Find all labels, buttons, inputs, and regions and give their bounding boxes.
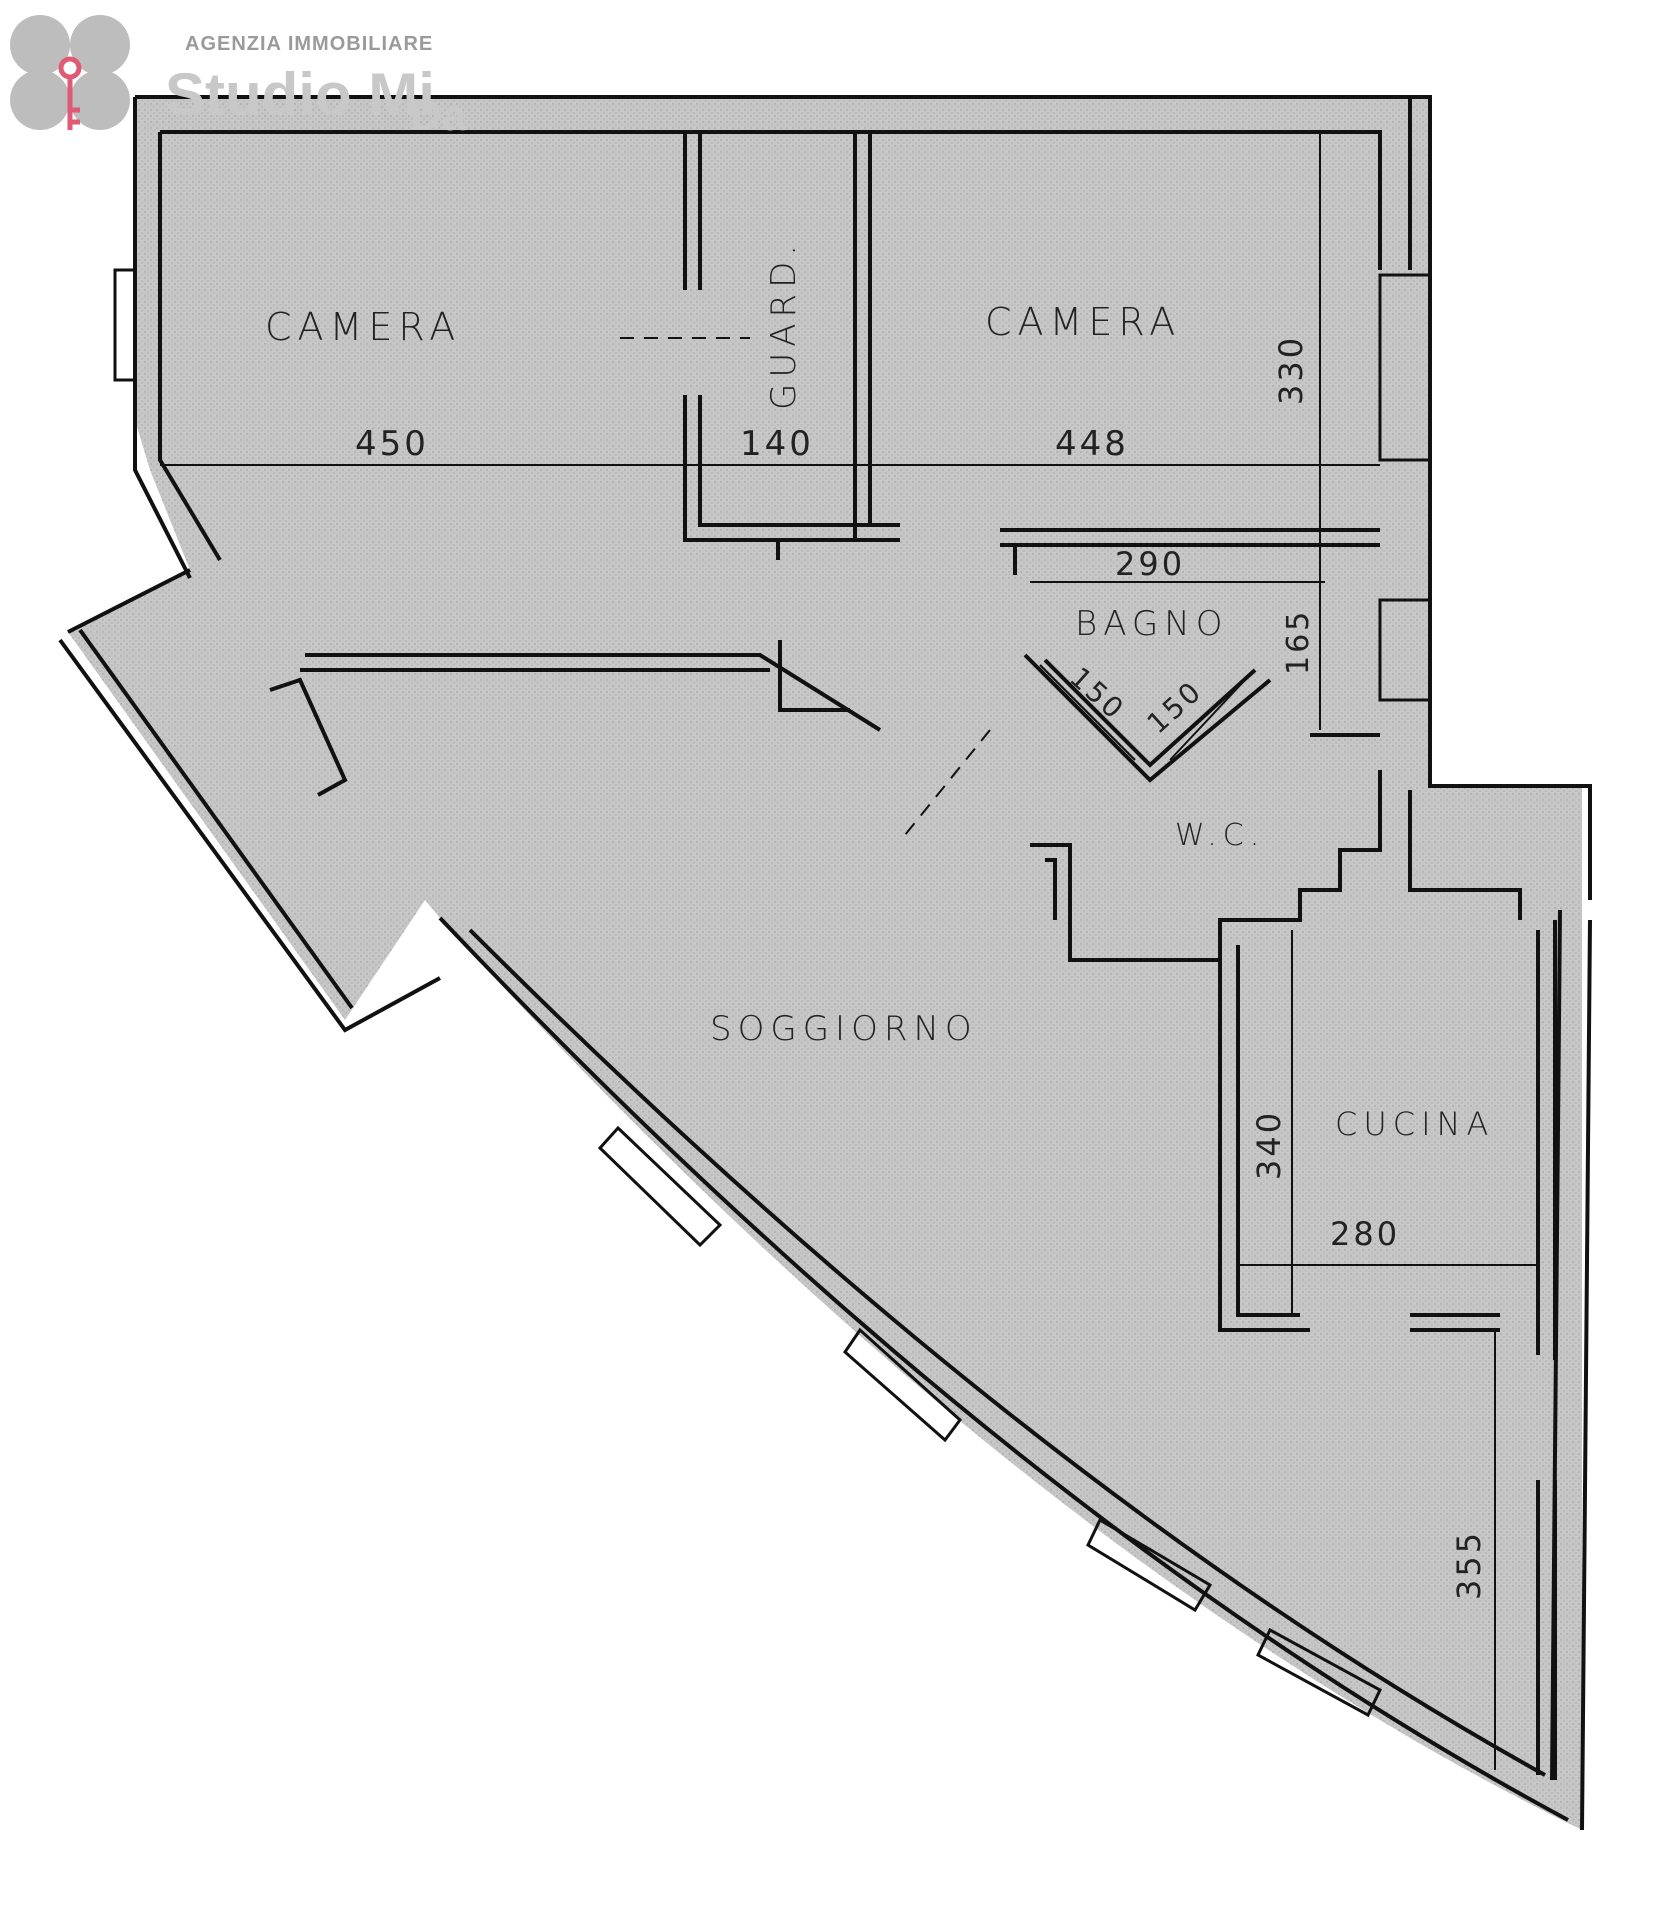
room-label-soggiorno: SOGGIORNO [710,1009,978,1049]
room-label-guardaroba: GUARD. [764,239,804,410]
room-label-camera-left: CAMERA [265,305,461,349]
room-label-cucina: CUCINA [1335,1105,1494,1143]
dimension-lines [160,132,1538,1770]
agency-name: Studio Mi [165,61,435,128]
dim-soggiorno-depth: 355 [1450,1530,1488,1600]
dim-cucina-depth: 340 [1250,1110,1288,1180]
dim-camera-left-width: 450 [355,424,429,464]
agency-logo: AGENZIA IMMOBILIARE Studio Mi Da [10,15,467,140]
dim-bagno-width: 290 [1115,545,1185,583]
dim-camera-right-width: 448 [1055,424,1129,464]
interior-walls [300,132,1557,1780]
agency-subtitle: AGENZIA IMMOBILIARE [185,33,433,55]
dim-bagno-depth: 165 [1281,609,1316,675]
dim-guard-width: 140 [740,424,814,464]
outer-walls [58,95,1592,1831]
room-label-bagno: BAGNO [1075,604,1228,644]
clover-icon [10,15,130,130]
room-label-camera-right: CAMERA [985,300,1181,344]
windows [113,268,1432,1718]
dim-cucina-width: 280 [1330,1215,1400,1253]
room-label-wc: W.C. [1175,818,1265,853]
key-icon [58,56,82,130]
door-swings [620,337,991,836]
dim-camera-right-depth: 330 [1272,335,1310,405]
agency-name-suffix: Da [410,91,467,140]
